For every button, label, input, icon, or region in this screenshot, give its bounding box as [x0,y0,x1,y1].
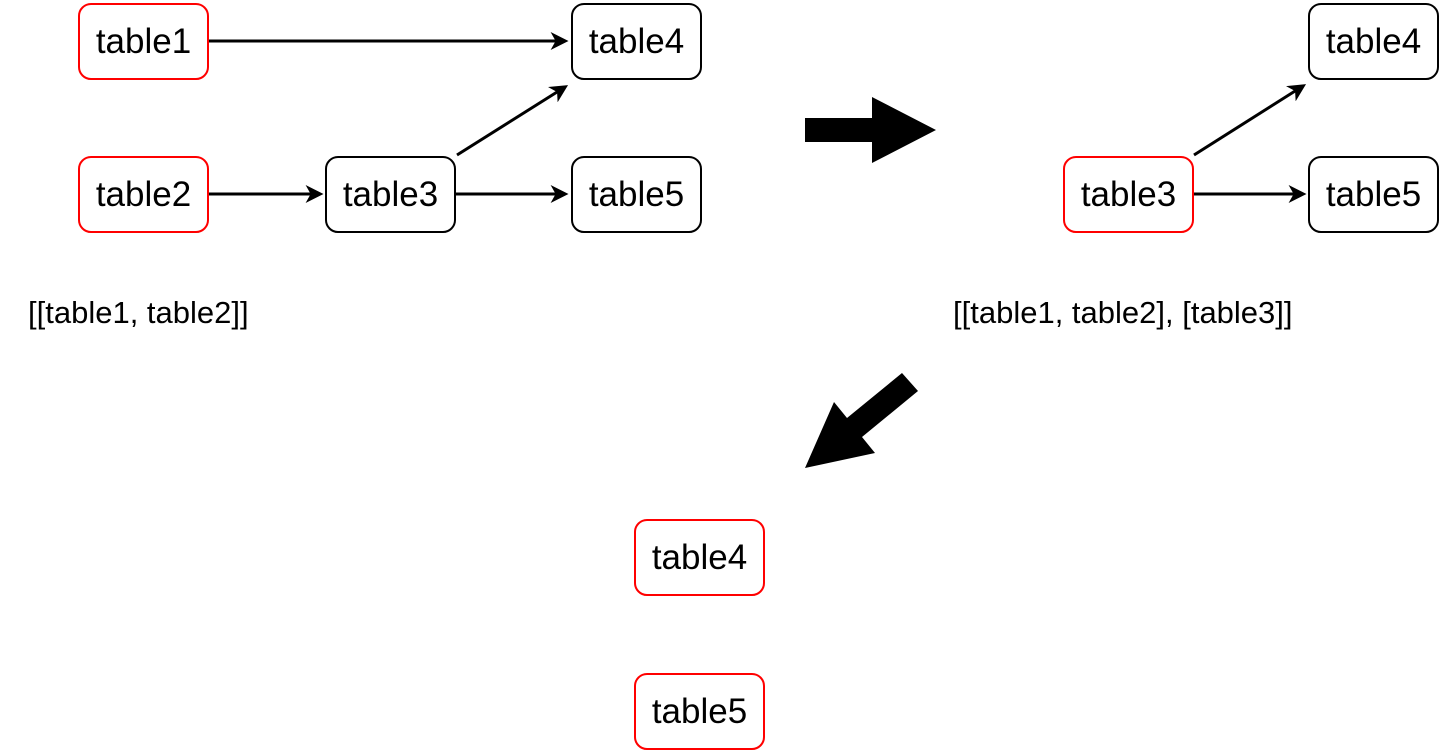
node-label: table3 [342,175,439,214]
node-stage1-table3: table3 [325,156,456,233]
node-stage1-table5: table5 [571,156,702,233]
node-stage3-table4: table4 [634,519,765,596]
node-label: table3 [1080,175,1177,214]
node-stage1-table1: table1 [78,3,209,80]
caption-stage1: [[table1, table2]] [28,295,249,330]
node-label: table4 [1325,22,1422,61]
node-stage2-table4: table4 [1308,3,1439,80]
node-stage1-table2: table2 [78,156,209,233]
node-stage2-table5: table5 [1308,156,1439,233]
node-stage1-table4: table4 [571,3,702,80]
node-label: table5 [588,175,685,214]
node-stage3-table5: table5 [634,673,765,750]
edge-stage1-table3-table4 [456,85,569,157]
node-label: table4 [588,22,685,61]
transition-arrow-right-icon [805,97,936,163]
node-label: table4 [651,538,748,577]
node-label: table2 [95,175,192,214]
node-stage2-table3: table3 [1063,156,1194,233]
transition-arrow-down-left-icon [805,373,918,468]
caption-stage2: [[table1, table2], [table3]] [953,295,1293,330]
node-label: table1 [95,22,192,61]
node-label: table5 [1325,175,1422,214]
edge-stage2-table3-table4 [1193,84,1307,157]
node-label: table5 [651,692,748,731]
